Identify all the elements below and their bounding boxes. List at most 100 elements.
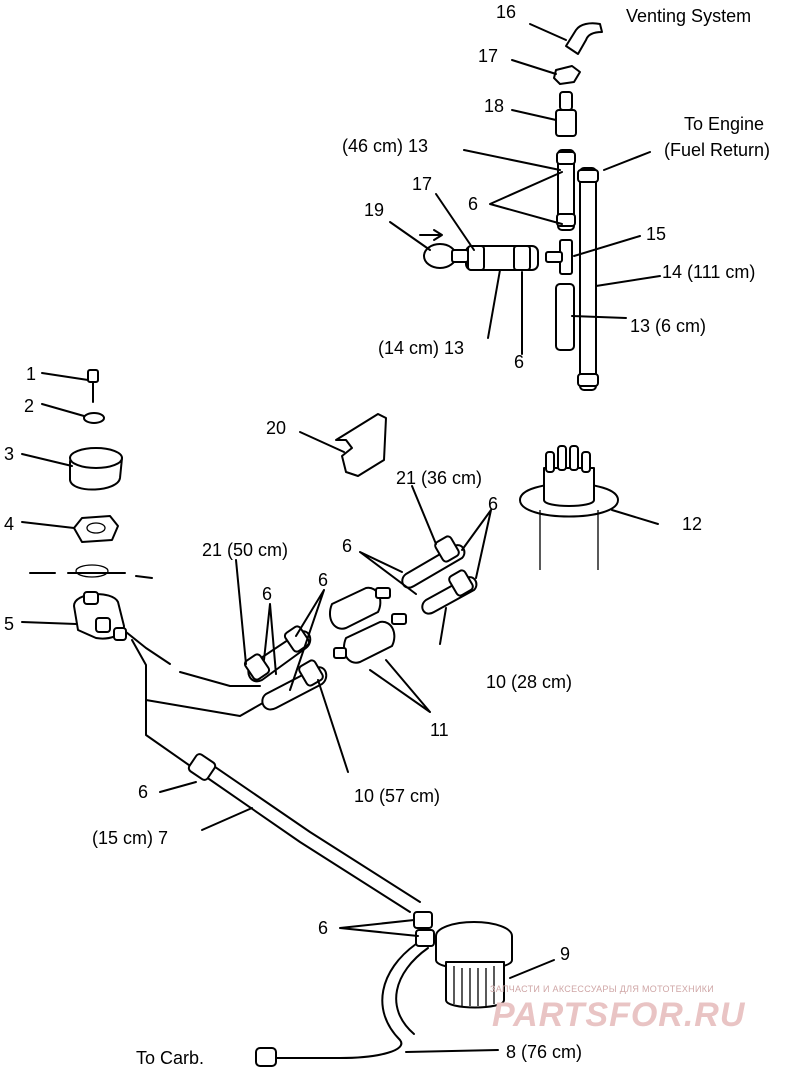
label-1: 1 <box>26 364 36 384</box>
clamp <box>577 373 599 387</box>
label-4: 4 <box>4 514 14 534</box>
label-14-111cm: 14 (111 cm) <box>662 262 755 282</box>
clamp <box>298 659 324 687</box>
hose-7-edge <box>201 757 421 903</box>
clamp <box>434 535 460 563</box>
label-6-center: 6 <box>342 536 352 556</box>
clamp <box>513 245 531 271</box>
label-2: 2 <box>24 396 34 416</box>
flow-arrow-icon <box>419 229 443 241</box>
label-6-left: 6 <box>262 584 272 604</box>
filter-bowl <box>445 961 505 1009</box>
vent-hose-46 <box>557 149 575 231</box>
label-6-mid: 6 <box>318 570 328 590</box>
filter-ribs <box>453 966 495 1006</box>
label-9: 9 <box>560 944 570 964</box>
label-8-76cm: 8 (76 cm) <box>506 1042 582 1062</box>
vent-fitting <box>555 109 577 137</box>
label-6-filter: 6 <box>318 918 328 938</box>
label-to-engine: To Engine <box>684 114 764 134</box>
clamp <box>283 625 311 653</box>
tank-nipple <box>545 451 555 473</box>
label-6-right: 6 <box>488 494 498 514</box>
hose-8-edge <box>395 947 429 1035</box>
label-21-50cm: 21 (50 cm) <box>202 540 288 560</box>
clamp <box>467 245 485 271</box>
label-20: 20 <box>266 418 286 438</box>
hex-nut <box>73 515 119 543</box>
tank-body-edge <box>539 510 599 570</box>
hose-7 <box>195 769 411 913</box>
valve-port <box>113 627 127 641</box>
clamp <box>448 569 474 597</box>
label-10-28cm: 10 (28 cm) <box>486 672 572 692</box>
line <box>145 699 269 717</box>
hose-clip <box>335 413 387 477</box>
label-19: 19 <box>364 200 384 220</box>
label-11: 11 <box>430 720 449 740</box>
line <box>125 631 171 665</box>
valve-stem <box>83 591 99 605</box>
label-3: 3 <box>4 444 14 464</box>
label-fuel-return: (Fuel Return) <box>664 140 770 160</box>
flange-boss <box>543 467 595 507</box>
valve-port <box>95 617 111 633</box>
label-10-57cm: 10 (57 cm) <box>354 786 440 806</box>
clamp <box>556 151 576 165</box>
tank-nipple <box>569 445 579 471</box>
labels: 16 Venting System 17 18 To Engine (Fuel … <box>4 2 770 1068</box>
line <box>179 671 261 687</box>
label-18: 18 <box>484 96 504 116</box>
label-13-46cm: (46 cm) 13 <box>342 136 428 156</box>
vent-elbow <box>565 22 603 55</box>
label-21-36cm: 21 (36 cm) <box>396 468 482 488</box>
inline-filter <box>342 620 396 664</box>
check-valve-stem <box>451 249 469 263</box>
watermark-tagline: ЗАПЧАСТИ И АКСЕССУАРЫ ДЛЯ МОТОТЕХНИКИ <box>490 984 714 994</box>
return-hose-111 <box>579 167 597 391</box>
cap-assembly <box>29 369 269 771</box>
tank-fitting <box>519 445 619 570</box>
screw <box>87 369 99 383</box>
label-6-lower: 6 <box>138 782 148 802</box>
tee-branch <box>545 251 563 263</box>
watermark: ЗАПЧАСТИ И АКСЕССУАРЫ ДЛЯ МОТОТЕХНИКИ PA… <box>490 984 746 1034</box>
washer <box>83 412 105 424</box>
label-venting-system: Venting System <box>626 6 751 26</box>
hose-end <box>255 1047 277 1067</box>
label-17-mid: 17 <box>412 174 432 194</box>
tank-nipple <box>557 445 567 471</box>
clamp <box>187 753 217 781</box>
label-17-top: 17 <box>478 46 498 66</box>
watermark-logo: PARTSFOR.RU <box>492 996 746 1034</box>
tank-nipple <box>581 451 591 473</box>
filter-nipple <box>391 613 407 625</box>
label-13-6cm: 13 (6 cm) <box>630 316 706 336</box>
inline-filter <box>328 586 382 630</box>
nut-hole <box>86 522 106 534</box>
label-16: 16 <box>496 2 516 22</box>
label-6-upper: 6 <box>468 194 478 214</box>
label-12: 12 <box>682 514 702 534</box>
label-6-under-hose: 6 <box>514 352 524 372</box>
cap-knob-top <box>69 447 123 469</box>
label-15: 15 <box>646 224 666 244</box>
filter-nipple <box>375 587 391 599</box>
vent-nut <box>553 65 581 85</box>
label-5: 5 <box>4 614 14 634</box>
label-7-15cm: (15 cm) 7 <box>92 828 168 848</box>
lower-assembly <box>187 753 513 1067</box>
label-to-carb: To Carb. <box>136 1048 204 1068</box>
clamp <box>415 929 435 947</box>
clamp <box>413 911 433 929</box>
hose-8 <box>269 943 417 1059</box>
middle-assembly <box>243 413 478 711</box>
o-ring <box>75 564 109 578</box>
vent-fitting-top <box>559 91 573 111</box>
label-13-14cm: (14 cm) 13 <box>378 338 464 358</box>
vent-assembly <box>419 22 603 391</box>
vent-hose-6 <box>555 283 575 351</box>
leader-lines <box>21 23 661 1053</box>
clamp <box>243 653 271 681</box>
